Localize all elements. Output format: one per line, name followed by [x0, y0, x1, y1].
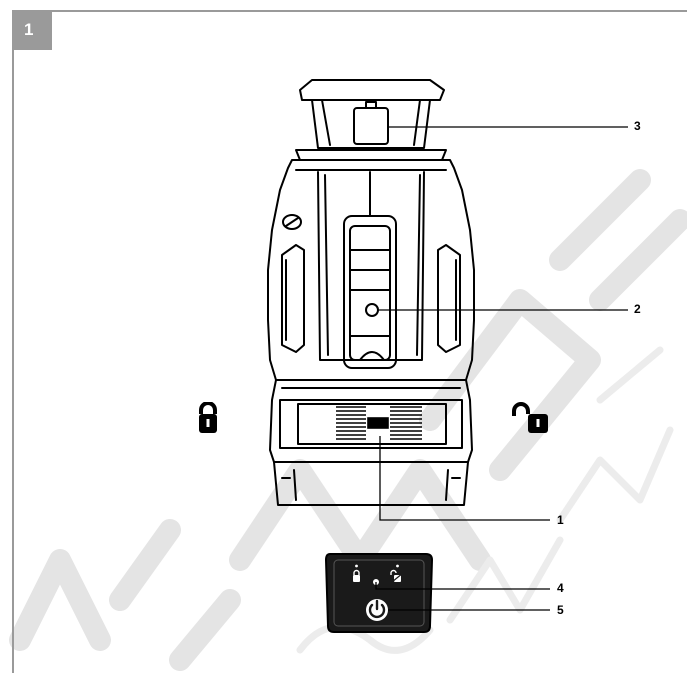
device-body [267, 159, 475, 506]
lock-open-icon [512, 402, 548, 433]
leader-1 [379, 436, 550, 521]
leader-4 [375, 582, 550, 590]
panel-lock-icon [353, 569, 360, 582]
callout-4: 4 [557, 581, 564, 595]
callout-2: 2 [634, 302, 641, 316]
control-panel [324, 553, 434, 633]
rotor-head [295, 79, 447, 161]
panel-unlock-icon [390, 569, 404, 583]
vent-grille [336, 406, 422, 440]
callout-3: 3 [634, 119, 641, 133]
callout-5: 5 [557, 603, 564, 617]
figure-frame [12, 10, 687, 673]
power-icon [366, 599, 388, 621]
lock-closed-icon [199, 402, 217, 433]
callout-1: 1 [557, 513, 564, 527]
figure-number: 1 [12, 10, 52, 50]
